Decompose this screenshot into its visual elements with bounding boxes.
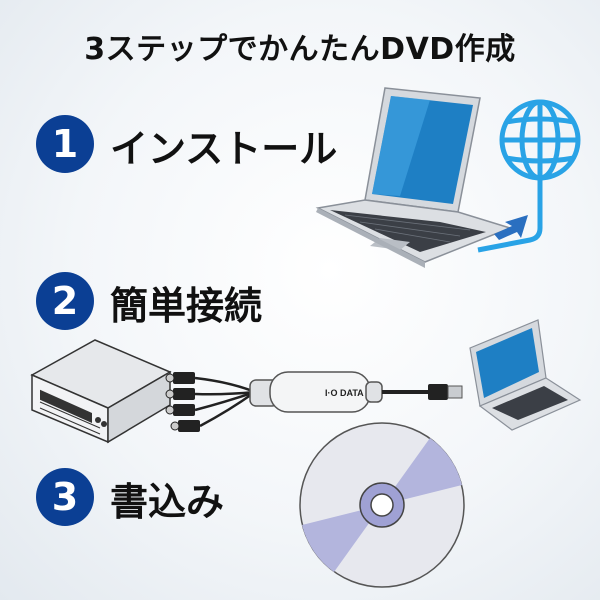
- step-3-badge: 3: [36, 468, 94, 526]
- step-3-label: 書込み: [110, 480, 225, 524]
- step-2-label: 簡単接続: [110, 284, 263, 328]
- step-1-badge: 1: [36, 115, 94, 173]
- device-brand: I·O DATA: [325, 388, 364, 398]
- step-1-label: インストール: [110, 127, 338, 171]
- step-2-badge: 2: [36, 272, 94, 330]
- page-title: 3ステップでかんたんDVD作成: [84, 32, 516, 67]
